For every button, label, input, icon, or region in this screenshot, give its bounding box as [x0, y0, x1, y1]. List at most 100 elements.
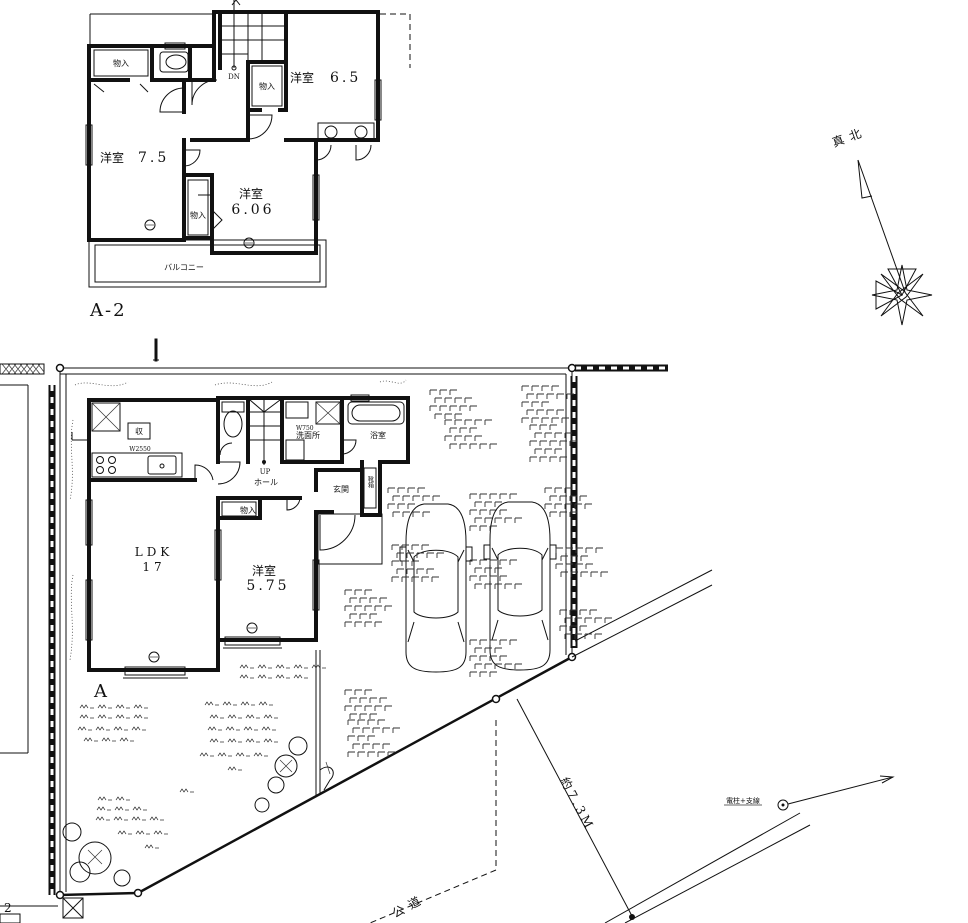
paver-mark [544, 503, 552, 509]
lawn-mark [245, 714, 260, 719]
paver-mark [469, 655, 477, 661]
lawn-mark [275, 664, 290, 669]
paver-mark [469, 525, 477, 531]
paver-mark [499, 509, 507, 515]
paver-mark [474, 517, 482, 523]
paver-mark [454, 435, 462, 441]
lawn-mark [131, 816, 146, 821]
paver-mark [364, 705, 372, 711]
paver-mark [536, 409, 544, 415]
room-name: 洋室 [252, 563, 276, 578]
lawn-mark [131, 726, 146, 731]
paver-mark [347, 751, 355, 757]
lawn-mark [257, 674, 272, 679]
paver-mark [469, 493, 477, 499]
paver-mark [379, 697, 387, 703]
paver-mark [509, 559, 517, 565]
paver-mark [541, 385, 549, 391]
paver-mark [559, 511, 567, 517]
paver-mark [526, 409, 534, 415]
paver-mark [464, 435, 472, 441]
paver-mark [387, 751, 395, 757]
paver-mark [521, 401, 529, 407]
paver-mark [469, 405, 477, 411]
paver-mark [469, 671, 477, 677]
paver-mark [575, 563, 583, 569]
paver-mark [570, 571, 578, 577]
paver-mark [589, 609, 597, 615]
paver-mark [377, 751, 385, 757]
paver-mark [514, 583, 522, 589]
entrance-label: 玄関 [333, 484, 349, 494]
paver-mark [469, 427, 477, 433]
paver-mark [494, 663, 502, 669]
paver-mark [514, 663, 522, 669]
paver-mark [422, 511, 430, 517]
paver-mark [541, 417, 549, 423]
paver-mark [357, 719, 365, 725]
paver-mark [426, 552, 434, 558]
paver-mark [421, 544, 429, 550]
paver-mark [454, 397, 462, 403]
paver-mark [392, 511, 400, 517]
room-size: 17 [142, 560, 165, 574]
paver-mark [429, 405, 437, 411]
paver-mark [570, 555, 578, 561]
paver-mark [416, 552, 424, 558]
paver-mark [396, 568, 404, 574]
paver-mark [509, 493, 517, 499]
lawn-mark [95, 726, 110, 731]
paver-mark [529, 456, 537, 462]
lawn-mark [144, 844, 159, 849]
paver-mark [484, 501, 492, 507]
paver-mark [544, 448, 552, 454]
paver-mark [534, 432, 542, 438]
paver-mark [459, 427, 467, 433]
paver-mark [434, 413, 442, 419]
lawn-mark [207, 726, 222, 731]
paver-mark [484, 583, 492, 589]
paver-mark [504, 583, 512, 589]
paver-mark [489, 525, 497, 531]
paver-mark [454, 419, 462, 425]
paver-mark [469, 443, 477, 449]
ground-windows [85, 499, 320, 679]
paver-mark [449, 405, 457, 411]
paver-mark [374, 621, 382, 627]
paver-mark [379, 597, 387, 603]
paver-mark [554, 487, 562, 493]
paver-mark [362, 743, 370, 749]
paver-mark [536, 393, 544, 399]
paver-mark [369, 713, 377, 719]
paver-mark [374, 705, 382, 711]
paver-mark [531, 385, 539, 391]
paver-mark [479, 559, 487, 565]
paver-mark [554, 448, 562, 454]
paver-mark [359, 713, 367, 719]
paver-mark [391, 544, 399, 550]
paver-mark [344, 589, 352, 595]
ground-doors [71, 432, 357, 511]
paver-mark [549, 511, 557, 517]
paver-mark [434, 397, 442, 403]
paver-mark [594, 633, 602, 639]
paver-mark [352, 727, 360, 733]
paver-mark [474, 647, 482, 653]
parking-car [483, 501, 557, 671]
paver-mark [372, 743, 380, 749]
paver-mark [504, 517, 512, 523]
paver-mark [364, 589, 372, 595]
paver-mark [412, 511, 420, 517]
paver-mark [402, 495, 410, 501]
lawn-mark [133, 704, 148, 709]
utility-pole: 電柱+支線 [724, 775, 895, 811]
paver-mark [349, 713, 357, 719]
paver-mark [569, 440, 577, 446]
paver-mark [569, 511, 577, 517]
lawn-mark [179, 788, 194, 793]
paver-mark [407, 487, 415, 493]
paver-mark [364, 621, 372, 627]
paver-mark [412, 495, 420, 501]
lawn-marks [77, 664, 326, 849]
ground-walls [87, 396, 410, 672]
